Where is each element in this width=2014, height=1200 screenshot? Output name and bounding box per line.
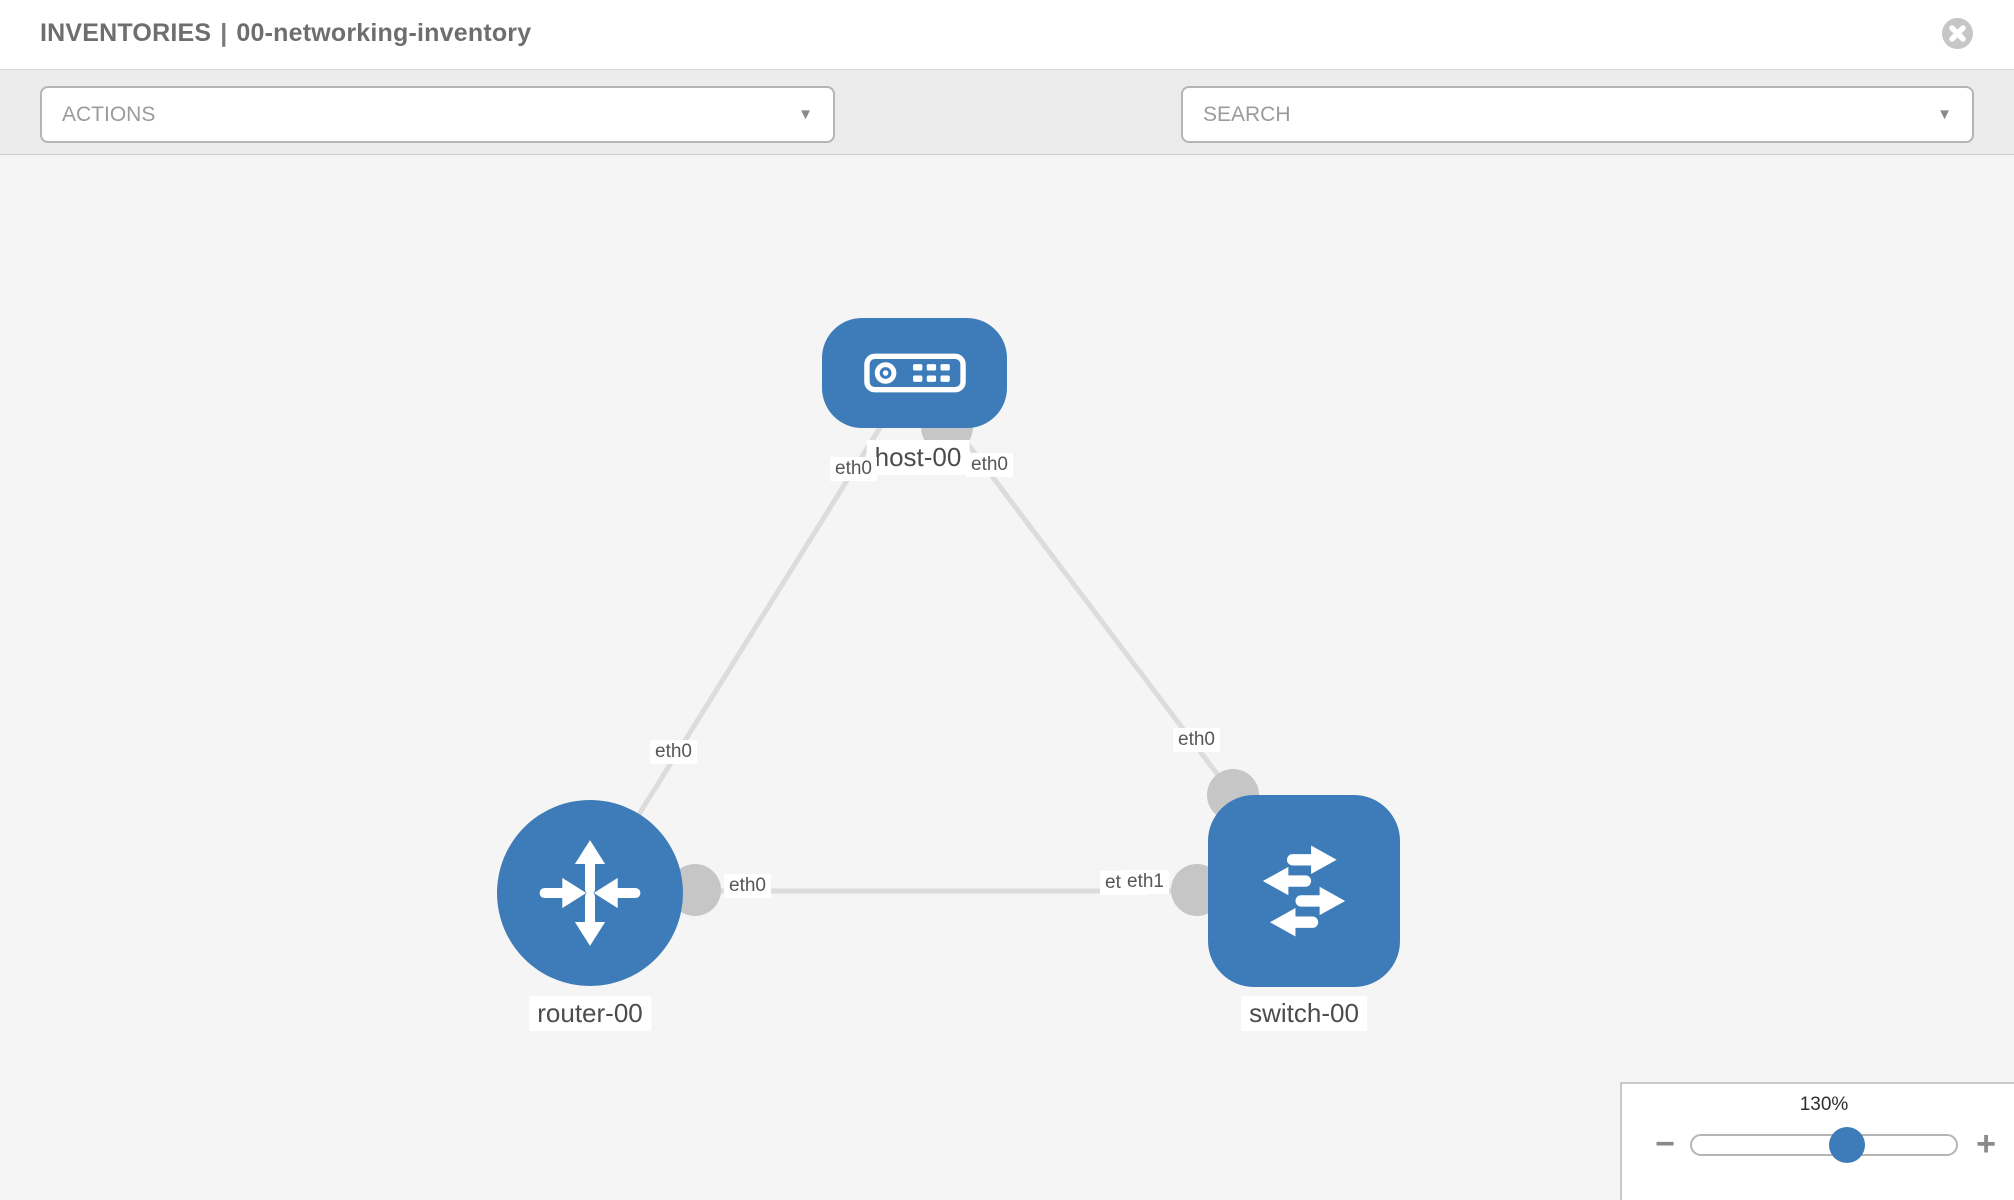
host-icon xyxy=(863,353,966,393)
switch-icon xyxy=(1262,845,1346,937)
node-switch[interactable] xyxy=(1208,795,1400,987)
topology-canvas[interactable]: host-00 router-00 switch-00 eth0 eth0 eth0… xyxy=(0,155,2014,1200)
node-host[interactable] xyxy=(822,318,1007,428)
chevron-down-icon: ▼ xyxy=(1937,106,1952,123)
page-header: INVENTORIES | 00-networking-inventory xyxy=(0,0,2014,70)
zoom-out-button[interactable]: − xyxy=(1655,1125,1675,1163)
zoom-control-panel: 130% − + xyxy=(1620,1082,2014,1200)
chevron-down-icon: ▼ xyxy=(798,106,813,123)
node-label-router: router-00 xyxy=(529,996,651,1031)
router-icon xyxy=(539,840,641,946)
breadcrumb-section: INVENTORIES xyxy=(40,19,212,47)
breadcrumb-separator: | xyxy=(220,19,228,47)
interface-label: eth0 xyxy=(1173,728,1220,752)
zoom-percentage: 130% xyxy=(1799,1094,1849,1115)
zoom-slider-track[interactable] xyxy=(1690,1134,1958,1156)
node-router[interactable] xyxy=(497,800,683,986)
actions-dropdown[interactable]: ACTIONS ▼ xyxy=(40,86,835,143)
breadcrumb-inventory-name: 00-networking-inventory xyxy=(236,19,532,47)
close-button[interactable] xyxy=(1942,18,1973,49)
node-label-host: host-00 xyxy=(866,440,970,475)
page-title: INVENTORIES | 00-networking-inventory xyxy=(40,19,531,48)
interface-label: eth0 xyxy=(966,453,1013,477)
close-icon xyxy=(1942,18,1973,49)
search-dropdown[interactable]: SEARCH ▼ xyxy=(1181,86,1974,143)
toolbar: ACTIONS ▼ SEARCH ▼ xyxy=(0,70,2014,200)
links-layer xyxy=(587,371,1304,916)
node-label-switch: switch-00 xyxy=(1241,996,1367,1031)
interface-label: eth1 xyxy=(1122,870,1169,894)
interface-label: eth0 xyxy=(724,874,771,898)
zoom-slider-thumb[interactable] xyxy=(1829,1127,1865,1163)
zoom-in-button[interactable]: + xyxy=(1976,1125,1996,1163)
interface-label: eth0 xyxy=(830,457,877,481)
interface-label: eth0 xyxy=(650,740,697,764)
search-placeholder: SEARCH xyxy=(1203,102,1291,126)
actions-dropdown-label: ACTIONS xyxy=(62,102,156,126)
